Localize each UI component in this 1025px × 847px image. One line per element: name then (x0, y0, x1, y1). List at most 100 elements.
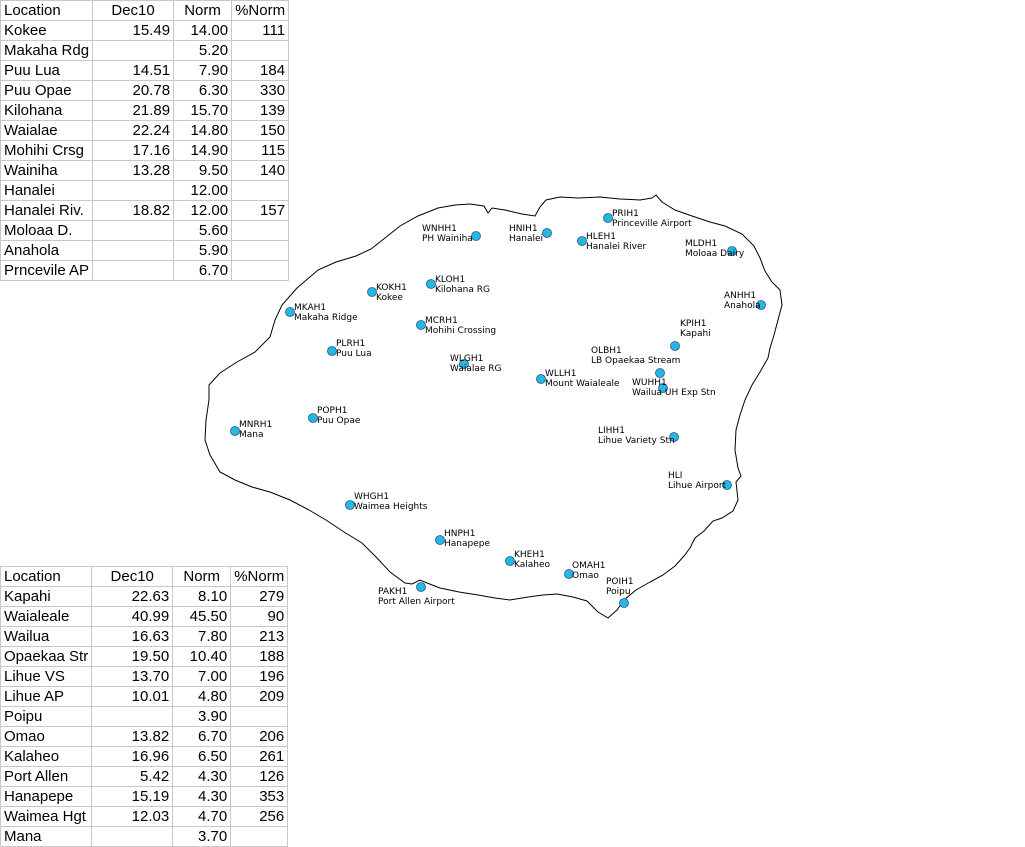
station-marker[interactable] (655, 368, 665, 378)
cell-pct-norm: 256 (230, 806, 289, 827)
station-marker[interactable] (669, 432, 679, 442)
cell-norm: 4.30 (172, 786, 232, 807)
cell-pct-norm: 261 (230, 746, 289, 767)
station-marker[interactable] (619, 598, 629, 608)
station-code-label: WUHH1 (632, 378, 667, 388)
station-marker[interactable] (564, 569, 574, 579)
station-name-label: Hanalei River (586, 242, 647, 252)
cell-pct-norm: 157 (231, 200, 290, 221)
station-name-label: PH Wainiha (422, 234, 473, 244)
station-marker[interactable] (345, 500, 355, 510)
station-code-label: OMAH1 (572, 561, 606, 571)
station-code-label: MNRH1 (239, 420, 272, 430)
station-name-label: Waialae RG (450, 364, 502, 374)
station-marker[interactable] (756, 300, 766, 310)
cell-dec10: 5.42 (91, 766, 174, 787)
station-marker[interactable] (727, 246, 737, 256)
station-name-label: Poipu (606, 587, 631, 597)
column-header-norm: Norm (172, 566, 232, 587)
cell-pct-norm: 139 (231, 100, 290, 121)
station-name-label: Kokee (376, 293, 403, 303)
cell-pct-norm (230, 826, 289, 847)
station-marker[interactable] (285, 307, 295, 317)
station-name-label: Mana (239, 430, 264, 440)
cell-norm: 9.50 (173, 160, 233, 181)
cell-norm: 6.50 (172, 746, 232, 767)
cell-norm: 4.30 (172, 766, 232, 787)
station-marker[interactable] (670, 341, 680, 351)
cell-location: Hanalei Riv. (0, 200, 94, 221)
cell-location: Waialeale (0, 606, 93, 627)
station-code-label: KPIH1 (680, 319, 706, 329)
station-name-label: Puu Lua (336, 349, 372, 359)
station-code-label: OLBH1 (591, 346, 622, 356)
station-marker[interactable] (542, 228, 552, 238)
station-name-label: Makaha Ridge (294, 313, 358, 323)
cell-location: Port Allen (0, 766, 93, 787)
station-marker[interactable] (505, 556, 515, 566)
station-name-label: Wailua UH Exp Stn (632, 388, 716, 398)
station-name-label: Anahola (724, 301, 761, 311)
station-marker[interactable] (536, 374, 546, 384)
island-coastline (204, 194, 783, 619)
station-code-label: PRIH1 (612, 209, 639, 219)
cell-pct-norm (231, 260, 290, 281)
station-marker[interactable] (603, 213, 613, 223)
station-code-label: HLI (668, 471, 682, 481)
cell-dec10: 15.49 (92, 20, 175, 41)
station-marker[interactable] (230, 426, 240, 436)
station-marker[interactable] (367, 287, 377, 297)
station-code-label: PAKH1 (378, 587, 407, 597)
station-name-label: LB Opaekaa Stream (591, 356, 680, 366)
station-name-label: Mohihi Crossing (425, 326, 496, 336)
station-code-label: POPH1 (317, 406, 347, 416)
station-marker[interactable] (426, 279, 436, 289)
table-header-row: Location Dec10 Norm %Norm (0, 566, 289, 587)
cell-location: Opaekaa Str (0, 646, 93, 667)
station-marker[interactable] (435, 535, 445, 545)
station-marker[interactable] (658, 383, 668, 393)
station-code-label: WHGH1 (354, 492, 389, 502)
station-marker[interactable] (722, 480, 732, 490)
station-marker[interactable] (416, 582, 426, 592)
station-marker[interactable] (459, 359, 469, 369)
cell-location: Kokee (0, 20, 94, 41)
station-marker[interactable] (577, 236, 587, 246)
station-marker[interactable] (308, 413, 318, 423)
cell-location: Mana (0, 826, 93, 847)
station-name-label: Omao (572, 571, 599, 581)
station-code-label: HLEH1 (586, 232, 616, 242)
table-header-row: Location Dec10 Norm %Norm (0, 0, 290, 21)
cell-location: Hanapepe (0, 786, 93, 807)
cell-location: Waimea Hgt (0, 806, 93, 827)
station-marker[interactable] (471, 231, 481, 241)
cell-dec10: 14.51 (92, 60, 175, 81)
cell-norm: 6.70 (173, 260, 233, 281)
station-marker[interactable] (416, 320, 426, 330)
station-code-label: WLLH1 (545, 369, 576, 379)
station-marker[interactable] (327, 346, 337, 356)
station-name-label: Moloaa Dairy (685, 249, 745, 259)
